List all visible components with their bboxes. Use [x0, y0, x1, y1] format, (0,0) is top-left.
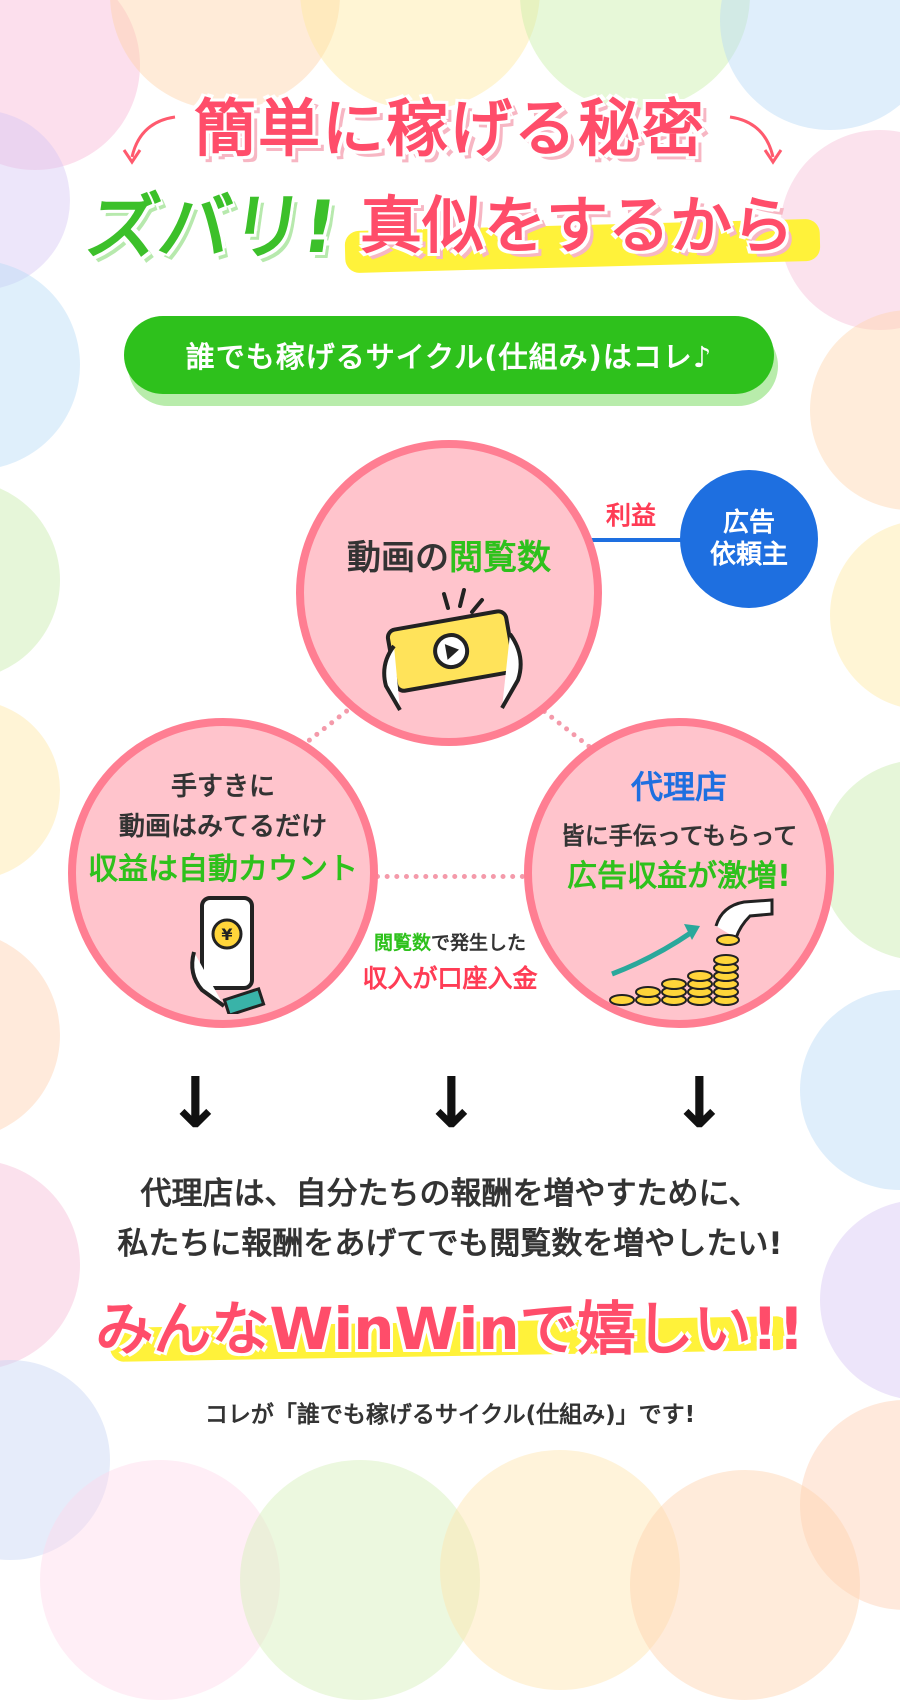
viewer-circle: 手すきに 動画はみてるだけ 収益は自動カウント ¥	[68, 718, 378, 1028]
viewer-line3: 収益は自動カウント	[88, 852, 358, 887]
income-caption: 閲覧数で発生した 収入が口座入金	[340, 928, 560, 995]
advertiser-line1: 広告	[722, 508, 775, 538]
smartphone-yen-icon: ¥	[190, 896, 266, 1014]
advertiser-line2: 依頼主	[709, 540, 788, 570]
explanation-line1: 代理店は、自分たちの報酬を増やすために、	[140, 1176, 760, 1212]
headline-zubari: ズバリ!	[81, 185, 342, 269]
coin-growth-icon	[609, 898, 774, 1006]
income-caption-green: 閲覧数	[373, 932, 431, 954]
down-arrow-center-icon: ↓	[422, 1062, 481, 1144]
income-caption-dark: で発生した	[431, 932, 527, 954]
yen-symbol: ¥	[221, 925, 232, 944]
views-circle: 動画の閲覧数	[296, 440, 602, 746]
profit-line	[590, 538, 685, 542]
viewer-line2: 動画はみてるだけ	[118, 812, 327, 842]
down-arrow-left-icon: ↓	[166, 1062, 225, 1144]
agency-line2: 広告収益が激増!	[567, 859, 791, 894]
views-title-green: 閲覧数	[449, 538, 551, 578]
agency-circle: 代理店 皆に手伝ってもらって 広告収益が激増!	[524, 718, 834, 1028]
views-title-dark: 動画の	[347, 538, 449, 578]
winwin-heading: みんなWinWinで嬉しい!!	[95, 1295, 805, 1363]
smartphone-video-icon	[382, 588, 523, 712]
curved-arrow-left-icon	[122, 115, 176, 165]
agency-title: 代理店	[630, 768, 727, 806]
profit-label: 利益	[606, 501, 657, 530]
dotted-connector-bottom	[375, 874, 525, 879]
viewer-line1: 手すきに	[170, 772, 275, 802]
headline-line2: 真似をするから	[360, 189, 795, 262]
down-arrow-right-icon: ↓	[670, 1062, 729, 1144]
closing-text: コレが「誰でも稼げるサイクル(仕組み)」です!	[204, 1402, 696, 1428]
agency-line1: 皆に手伝ってもらって	[560, 822, 798, 850]
headline-line1: 簡単に稼げる秘密	[193, 92, 706, 165]
advertiser-badge: 広告 依頼主	[680, 470, 818, 608]
curved-arrow-right-icon	[729, 115, 783, 165]
income-caption-pink: 収入が口座入金	[362, 964, 538, 993]
cycle-title-pill: 誰でも稼げるサイクル(仕組み)はコレ♪	[124, 316, 774, 394]
explanation-line2: 私たちに報酬をあげてでも閲覧数を増やしたい!	[117, 1226, 783, 1262]
